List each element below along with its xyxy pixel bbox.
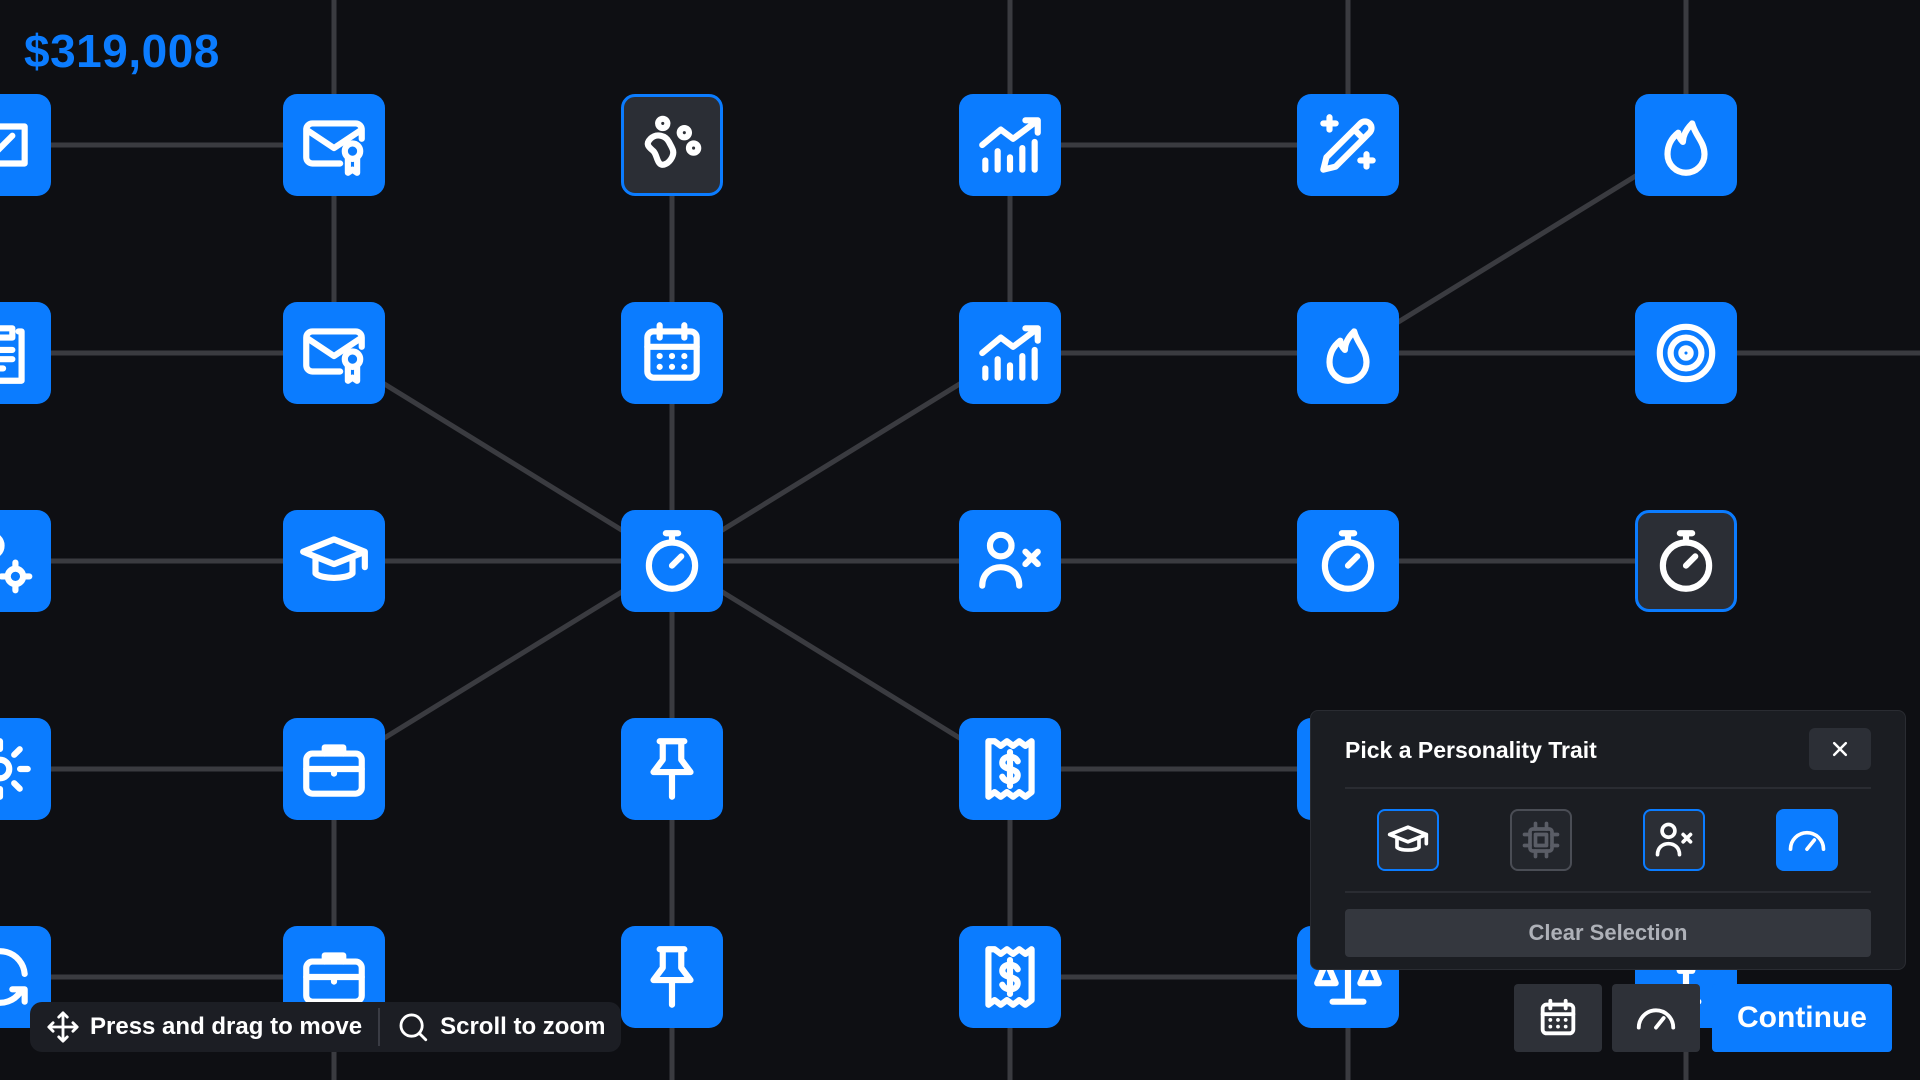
skill-node-gear[interactable]: [0, 718, 51, 820]
gear-icon: [0, 738, 31, 800]
personality-trait-panel: Pick a Personality Trait Clear Selection: [1310, 710, 1906, 970]
trait-option-speed[interactable]: [1776, 809, 1838, 871]
skill-node-stopwatch-hub[interactable]: [621, 510, 723, 612]
zoom-hint-label: Scroll to zoom: [440, 1013, 606, 1040]
trait-option-graduation[interactable]: [1377, 809, 1439, 871]
skill-node-clipboard[interactable]: [0, 302, 51, 404]
skill-node-flame[interactable]: [1635, 94, 1737, 196]
controls-hint-bar: Press and drag to move Scroll to zoom: [30, 1002, 622, 1052]
skill-node-graduation[interactable]: [283, 510, 385, 612]
trending-chart-icon: [979, 117, 1041, 173]
user-x-icon: [979, 531, 1041, 589]
skill-node-flame-2[interactable]: [1297, 302, 1399, 404]
pin-icon: [650, 738, 694, 800]
target-icon: [1656, 323, 1716, 383]
user-x-icon: [1655, 822, 1693, 857]
skill-node-user-x[interactable]: [959, 510, 1061, 612]
skill-node-user-gear[interactable]: [0, 510, 51, 612]
clear-selection-button[interactable]: Clear Selection: [1345, 909, 1871, 957]
skill-node-trending[interactable]: [959, 94, 1061, 196]
calendar-icon: [644, 322, 700, 381]
skill-node-pin-2[interactable]: [621, 926, 723, 1028]
stopwatch-icon: [1659, 530, 1713, 592]
skill-node-calendar[interactable]: [621, 302, 723, 404]
mail-badge-icon: [303, 120, 365, 176]
move-arrows-icon: [47, 1011, 79, 1043]
zoom-hint: Scroll to zoom: [380, 1002, 621, 1052]
briefcase-icon: [303, 744, 365, 797]
user-gear-icon: [0, 535, 33, 594]
stopwatch-icon: [645, 530, 699, 592]
speedometer-icon: [1788, 830, 1826, 851]
magic-pencil-icon: [1320, 114, 1376, 173]
stopwatch-icon: [1321, 530, 1375, 592]
skill-node-receipt[interactable]: [959, 718, 1061, 820]
skill-node-paw[interactable]: [621, 94, 723, 196]
pin-icon: [650, 946, 694, 1008]
speedometer-icon: [1636, 1008, 1676, 1030]
panel-divider-top: [1345, 787, 1871, 789]
speed-button[interactable]: [1612, 984, 1700, 1052]
skill-node-pin[interactable]: [621, 718, 723, 820]
skill-node-stopwatch-locked[interactable]: [1635, 510, 1737, 612]
skill-node-stopwatch[interactable]: [1297, 510, 1399, 612]
skill-node-magic-pencil[interactable]: [1297, 94, 1399, 196]
search-icon: [399, 1013, 428, 1042]
graduation-cap-icon: [300, 536, 368, 582]
clipboard-list-icon: [0, 325, 25, 384]
receipt-dollar-icon: [985, 738, 1035, 800]
panel-divider-bottom: [1345, 891, 1871, 893]
flame-icon: [1326, 328, 1370, 384]
hint-divider: [378, 1008, 381, 1046]
skill-node-mail-badge-2[interactable]: [283, 302, 385, 404]
close-button[interactable]: [1809, 728, 1871, 770]
trait-option-chip[interactable]: [1510, 809, 1572, 871]
refresh-icon: [0, 948, 28, 1006]
continue-button[interactable]: Continue: [1712, 984, 1892, 1052]
flame-icon: [1664, 120, 1708, 176]
skill-node-inbox[interactable]: [0, 94, 51, 196]
skill-node-mail-badge[interactable]: [283, 94, 385, 196]
money-counter: $319,008: [24, 25, 220, 77]
skill-node-briefcase[interactable]: [283, 718, 385, 820]
trait-option-user-x[interactable]: [1643, 809, 1705, 871]
paw-icon: [644, 115, 702, 168]
trending-chart-icon: [979, 325, 1041, 381]
skill-node-target[interactable]: [1635, 302, 1737, 404]
move-hint-label: Press and drag to move: [90, 1013, 363, 1040]
receipt-dollar-icon: [985, 946, 1035, 1008]
panel-title: Pick a Personality Trait: [1345, 737, 1597, 763]
inbox-check-icon: [0, 123, 28, 167]
calendar-icon: [1540, 998, 1576, 1036]
cpu-chip-icon: [1522, 821, 1560, 859]
calendar-button[interactable]: [1514, 984, 1602, 1052]
mail-badge-icon: [303, 328, 365, 384]
graduation-cap-icon: [1387, 825, 1429, 852]
skill-node-trending-2[interactable]: [959, 302, 1061, 404]
move-hint: Press and drag to move: [30, 1002, 378, 1052]
skill-node-receipt-2[interactable]: [959, 926, 1061, 1028]
close-icon: [1832, 741, 1848, 757]
briefcase-icon: [303, 952, 365, 1005]
